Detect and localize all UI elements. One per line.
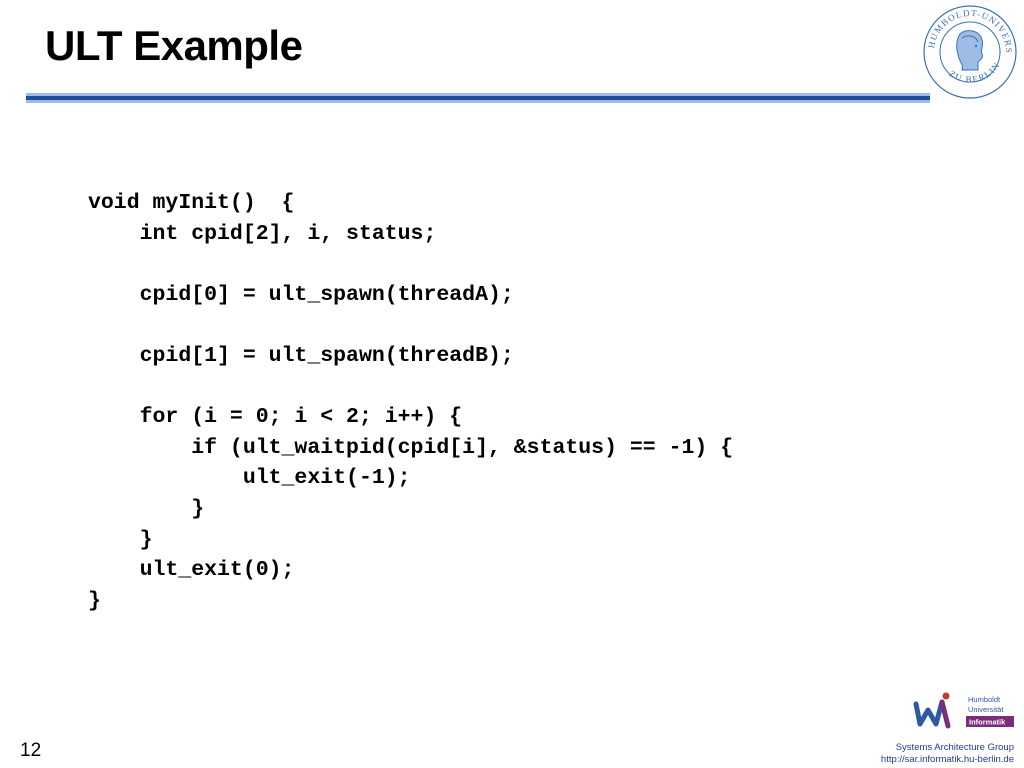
humboldt-informatik-logo: Humboldt Universität Informatik [913,692,1014,729]
code-line: } [88,588,101,613]
code-line: for (i = 0; i < 2; i++) { [88,405,463,430]
code-line: if (ult_waitpid(cpid[i], &status) == -1)… [88,435,734,460]
logo-line-1: Humboldt [968,695,1001,704]
logo-line-3: Informatik [969,718,1006,727]
university-seal-icon: HUMBOLDT-UNIVERSITÄT ZU BERLIN [922,4,1017,99]
footer-url: http://sar.informatik.hu-berlin.de [880,754,1014,765]
code-line [88,249,733,280]
code-line: cpid[1] = ult_spawn(threadB); [88,343,514,368]
slide-title: ULT Example [45,22,303,69]
code-line: cpid[0] = ult_spawn(threadA); [88,282,514,307]
code-line: int cpid[2], i, status; [88,221,437,246]
footer-group-name: Systems Architecture Group [895,742,1014,753]
code-line: } [88,527,153,552]
code-line: void myInit() { [88,191,295,215]
code-line: } [88,496,205,521]
title-divider [26,93,930,103]
code-line: ult_exit(0); [88,558,295,583]
code-block: void myInit() { int cpid[2], i, status; … [88,188,733,616]
page-number: 12 [20,740,42,761]
code-line: ult_exit(-1); [88,466,411,491]
logo-line-2: Universität [968,705,1004,714]
code-line [88,372,733,403]
code-line [88,310,733,341]
